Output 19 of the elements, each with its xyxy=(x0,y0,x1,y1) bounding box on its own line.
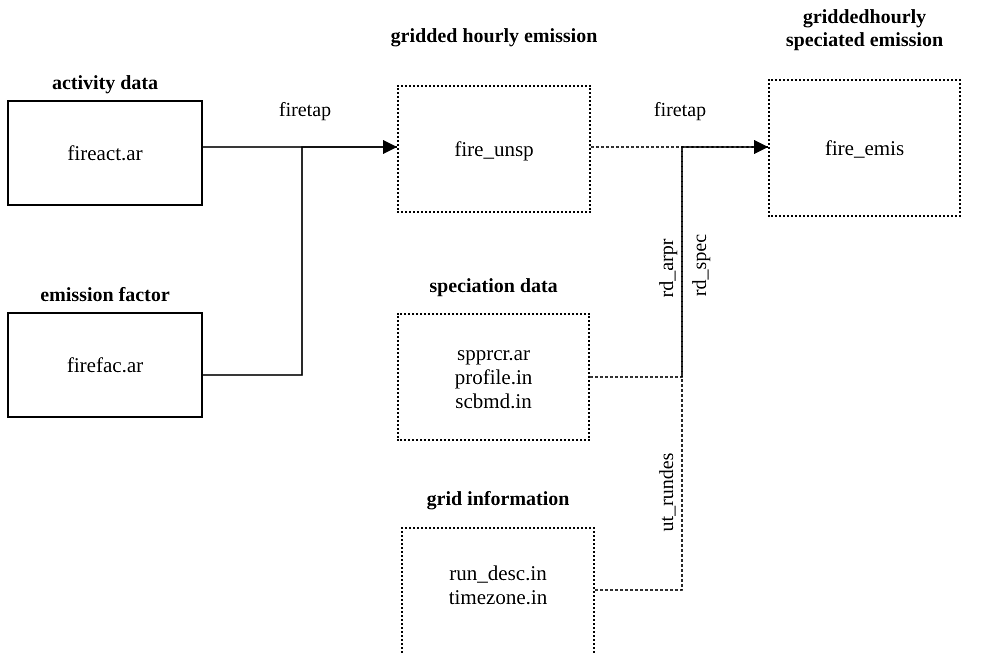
connector-arrow xyxy=(595,140,768,591)
section-heading: grid information xyxy=(426,488,570,511)
edge-label: firetap xyxy=(654,99,706,121)
file-list: fire_unsp xyxy=(434,137,554,161)
section-heading: emission factor xyxy=(39,284,171,307)
section-heading: speciation data xyxy=(428,275,559,298)
section-heading: activity data xyxy=(50,72,160,95)
section-heading: griddedhourly speciated emission xyxy=(784,6,944,52)
section-heading: gridded hourly emission xyxy=(390,25,598,48)
file-list: run_desc.in timezone.in xyxy=(438,561,558,609)
connector-arrow xyxy=(203,140,397,376)
file-list: fireact.ar xyxy=(45,141,165,165)
edge-label: ut_rundes xyxy=(656,452,678,532)
edge-label: rd_spec xyxy=(689,234,711,296)
file-list: spprcr.ar profile.in scbmd.in xyxy=(434,341,554,413)
connector-label: rd_arpr xyxy=(656,238,678,298)
edge-label: firetap xyxy=(278,99,332,121)
file-list: firefac.ar xyxy=(45,353,165,377)
file-list: fire_emis xyxy=(804,136,924,160)
